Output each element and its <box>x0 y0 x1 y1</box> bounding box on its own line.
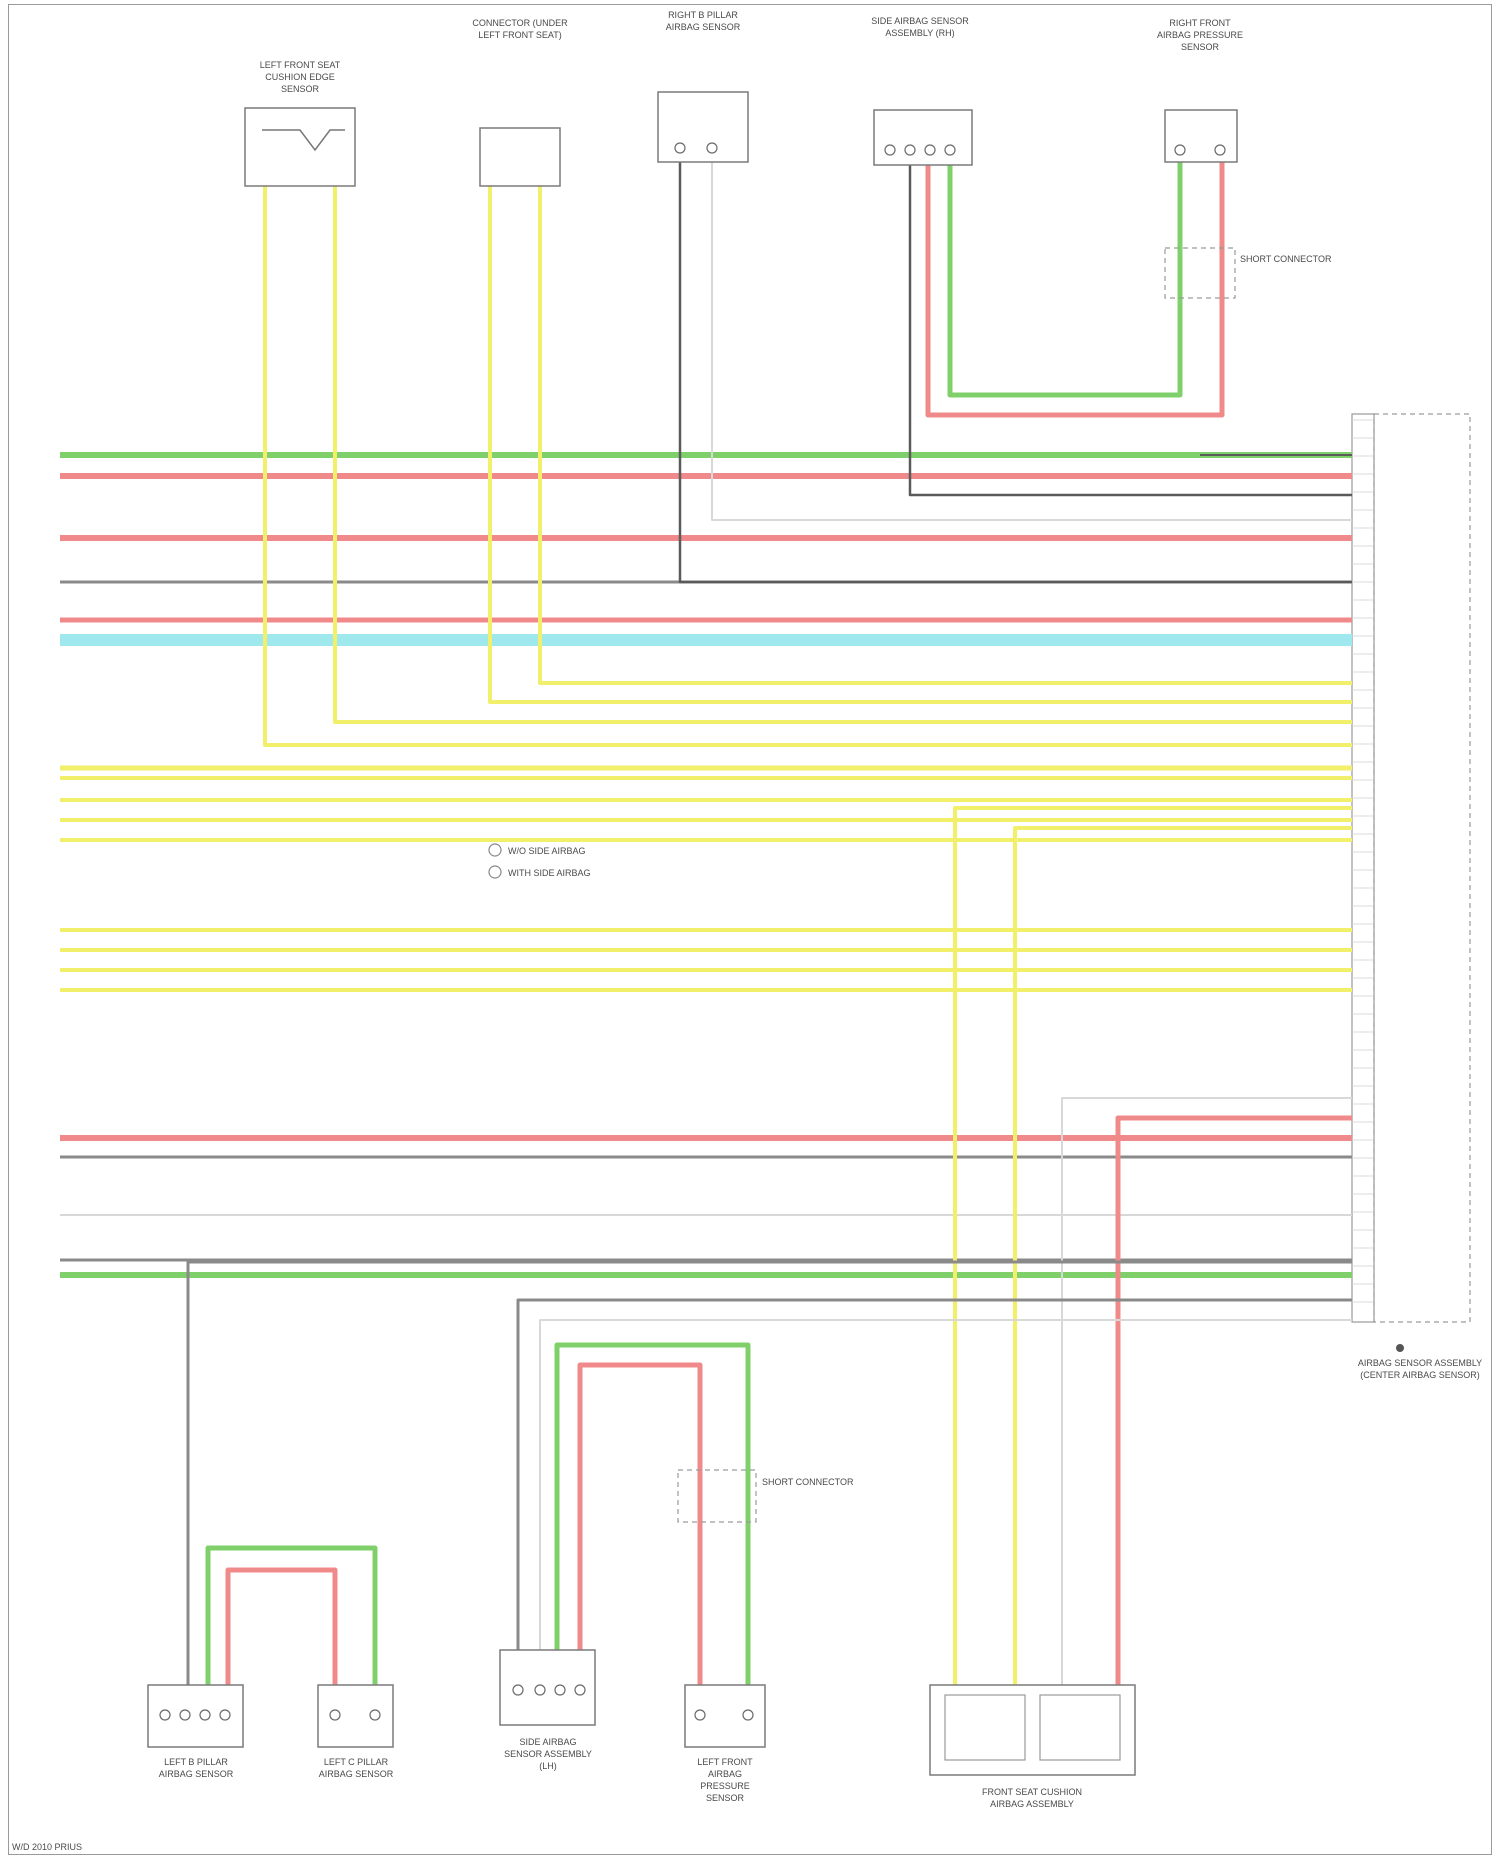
lh-side-sensor-label-line: SENSOR ASSEMBLY <box>504 1749 592 1759</box>
green-wire <box>557 1345 748 1685</box>
lh-side-sensor-label-line: (LH) <box>539 1761 557 1771</box>
pin <box>330 1710 340 1720</box>
lh-side-sensor-label-line: SIDE AIRBAG <box>519 1737 576 1747</box>
squib-left <box>945 1695 1025 1760</box>
legend-b-symbol <box>489 866 501 878</box>
legend-a-label: W/O SIDE AIRBAG <box>508 846 586 856</box>
under-seat-connector-label-line: CONNECTOR (UNDER <box>472 18 568 28</box>
red-wire <box>1118 1118 1352 1700</box>
squib-right <box>1040 1695 1120 1760</box>
pin <box>535 1685 545 1695</box>
pin <box>555 1685 565 1695</box>
left-b-pillar-label-line: AIRBAG SENSOR <box>159 1769 234 1779</box>
yellow-wire <box>265 180 1352 745</box>
seat-edge-sensor-label-line: SENSOR <box>281 84 320 94</box>
right-b-pillar-label-line: AIRBAG SENSOR <box>666 22 741 32</box>
rh-pressure-sensor-box <box>1165 110 1237 162</box>
right-b-pillar-box <box>658 92 748 162</box>
short-connector-right-label: SHORT CONNECTOR <box>1240 254 1332 264</box>
pin <box>575 1685 585 1695</box>
rh-side-sensor-label-line: SIDE AIRBAG SENSOR <box>871 16 969 26</box>
lh-pressure-sensor-label-line: PRESSURE <box>700 1781 750 1791</box>
white-wire <box>1062 1098 1352 1700</box>
seat-edge-sensor-label-line: LEFT FRONT SEAT <box>260 60 341 70</box>
dark-wire <box>910 150 1352 495</box>
rh-pressure-sensor-label-line: RIGHT FRONT <box>1169 18 1231 28</box>
center-sensor-outline <box>1374 414 1470 1322</box>
yellow-wire <box>540 180 1352 683</box>
left-c-pillar-box <box>318 1685 393 1747</box>
under-seat-connector-box <box>480 128 560 186</box>
rh-side-sensor-box <box>874 110 972 165</box>
green-wire <box>950 150 1180 395</box>
white-wire <box>540 1320 1352 1650</box>
short-connector-left <box>678 1470 756 1522</box>
pin <box>200 1710 210 1720</box>
pin <box>370 1710 380 1720</box>
short-connector-left-label: SHORT CONNECTOR <box>762 1477 854 1487</box>
center-sensor-label-line: AIRBAG SENSOR ASSEMBLY <box>1358 1358 1482 1368</box>
pin <box>220 1710 230 1720</box>
seat-cushion-airbag-label-line: AIRBAG ASSEMBLY <box>990 1799 1074 1809</box>
under-seat-connector-label-line: LEFT FRONT SEAT) <box>478 30 562 40</box>
pin <box>925 145 935 155</box>
left-c-pillar-label-line: AIRBAG SENSOR <box>319 1769 394 1779</box>
pin <box>695 1710 705 1720</box>
red-wire <box>580 1365 700 1685</box>
white-wire <box>712 160 1352 520</box>
pin <box>905 145 915 155</box>
pin <box>1215 145 1225 155</box>
pin <box>1175 145 1185 155</box>
lh-pressure-sensor-label-line: LEFT FRONT <box>697 1757 753 1767</box>
footer-id: W/D 2010 PRIUS <box>12 1842 82 1852</box>
seat-cushion-airbag-label-line: FRONT SEAT CUSHION <box>982 1787 1082 1797</box>
rh-side-sensor-label-line: ASSEMBLY (RH) <box>885 28 954 38</box>
red-wire <box>228 1570 335 1685</box>
dark-wire <box>680 160 1352 582</box>
seat-edge-sensor-box <box>245 108 355 186</box>
pin <box>513 1685 523 1695</box>
right-b-pillar-label-line: RIGHT B PILLAR <box>668 10 738 20</box>
pin <box>180 1710 190 1720</box>
rh-pressure-sensor-label-line: AIRBAG PRESSURE <box>1157 30 1243 40</box>
left-c-pillar-label-line: LEFT C PILLAR <box>324 1757 389 1767</box>
seat-edge-sensor-label-line: CUSHION EDGE <box>265 72 335 82</box>
lh-pressure-sensor-label-line: SENSOR <box>706 1793 745 1803</box>
ground-dot <box>1396 1344 1404 1352</box>
pin <box>743 1710 753 1720</box>
gray-wire <box>188 1262 1352 1685</box>
pin <box>945 145 955 155</box>
lh-pressure-sensor-label-line: AIRBAG <box>708 1769 742 1779</box>
gray-wire <box>518 1300 1352 1650</box>
pin <box>707 143 717 153</box>
pin <box>885 145 895 155</box>
center-sensor-connector <box>1352 414 1374 1322</box>
center-sensor-label-line: (CENTER AIRBAG SENSOR) <box>1360 1370 1480 1380</box>
rh-pressure-sensor-label-line: SENSOR <box>1181 42 1220 52</box>
pin <box>160 1710 170 1720</box>
yellow-wire <box>1015 828 1352 1700</box>
pin <box>675 143 685 153</box>
left-b-pillar-label-line: LEFT B PILLAR <box>164 1757 228 1767</box>
legend-a-symbol <box>489 844 501 856</box>
legend-b-label: WITH SIDE AIRBAG <box>508 868 591 878</box>
